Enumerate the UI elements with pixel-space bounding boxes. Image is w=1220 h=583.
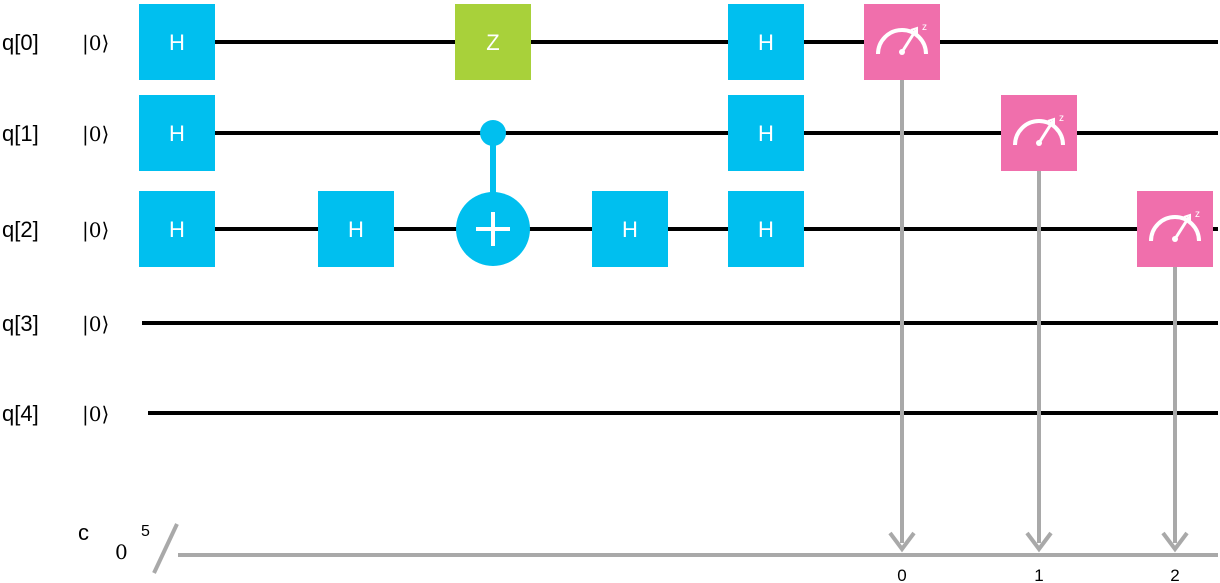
meter-arc: [876, 28, 928, 55]
gate-label: H: [348, 217, 364, 242]
hadamard-gate[interactable]: H: [139, 95, 215, 171]
classical-bit-label: 2: [1170, 566, 1179, 583]
register-width-slash: [152, 523, 179, 574]
gate-box: [592, 191, 668, 267]
qubit-initial-state: |0⟩: [82, 31, 109, 56]
measurement-gate[interactable]: z: [1137, 191, 1213, 553]
meter-icon: z: [876, 22, 928, 55]
qubit-initial-state: |0⟩: [82, 122, 109, 147]
qubit-initial-state: |0⟩: [82, 312, 109, 337]
gate-box: [139, 4, 215, 80]
classical-register-label: c: [78, 520, 89, 545]
meter-needle: [900, 29, 918, 53]
qubit-label: q[1]: [2, 121, 39, 146]
gate-label: Z: [486, 30, 499, 55]
classical-bit-label: 0: [897, 566, 906, 583]
measurement-gate[interactable]: z: [1001, 95, 1077, 553]
measure-box: [1137, 191, 1213, 267]
qubit-label: q[4]: [2, 401, 39, 426]
hadamard-gate[interactable]: H: [318, 191, 394, 267]
meter-arc: [1149, 215, 1201, 242]
meter-pivot: [1172, 236, 1178, 242]
measure-box: [1001, 95, 1077, 171]
qubit-initial-state: |0⟩: [82, 402, 109, 427]
qubit-initial-state: |0⟩: [82, 218, 109, 243]
meter-needle-tip: [910, 26, 918, 35]
measure-basis-label: z: [1059, 113, 1064, 124]
gate-label: H: [169, 217, 185, 242]
qubit-label: q[3]: [2, 311, 39, 336]
meter-needle: [1037, 120, 1055, 144]
classical-register-width: 5: [141, 523, 150, 540]
measure-arrow-head: [1025, 531, 1053, 553]
classical-register-initial-value: 0: [115, 540, 128, 564]
gate-label: H: [169, 30, 185, 55]
gate-box: [728, 4, 804, 80]
gate-box: [139, 95, 215, 171]
hadamard-gate[interactable]: H: [592, 191, 668, 267]
hadamard-gate[interactable]: H: [139, 191, 215, 267]
gate-box: [728, 95, 804, 171]
meter-pivot: [1036, 140, 1042, 146]
meter-icon: z: [1013, 113, 1065, 146]
hadamard-gate[interactable]: H: [728, 191, 804, 267]
measure-basis-label: z: [922, 22, 927, 33]
meter-needle: [1173, 216, 1191, 240]
cnot-control-dot: [480, 120, 506, 146]
gate-box: [318, 191, 394, 267]
classical-bit-label: 1: [1034, 566, 1043, 583]
gate-label: H: [758, 30, 774, 55]
measure-basis-label: z: [1195, 209, 1200, 220]
measure-arrow-head: [888, 531, 916, 553]
gate-label: H: [758, 121, 774, 146]
gate-box: [139, 191, 215, 267]
meter-arc: [1013, 119, 1065, 146]
gate-box: [728, 191, 804, 267]
hadamard-gate[interactable]: H: [728, 4, 804, 80]
meter-needle-tip: [1047, 117, 1055, 126]
meter-icon: z: [1149, 209, 1201, 242]
meter-needle-tip: [1183, 213, 1191, 222]
z-gate[interactable]: Z: [455, 4, 531, 80]
measurement-gate[interactable]: z: [864, 4, 940, 553]
measure-box: [864, 4, 940, 80]
measure-arrow-head: [1161, 531, 1189, 553]
hadamard-gate[interactable]: H: [139, 4, 215, 80]
cnot-gate[interactable]: [456, 120, 530, 266]
gate-label: H: [622, 217, 638, 242]
gate-label: H: [169, 121, 185, 146]
hadamard-gate[interactable]: H: [728, 95, 804, 171]
meter-pivot: [899, 49, 905, 55]
qubit-label: q[2]: [2, 217, 39, 242]
qubit-label: q[0]: [2, 30, 39, 55]
gate-label: H: [758, 217, 774, 242]
gate-box: [455, 4, 531, 80]
